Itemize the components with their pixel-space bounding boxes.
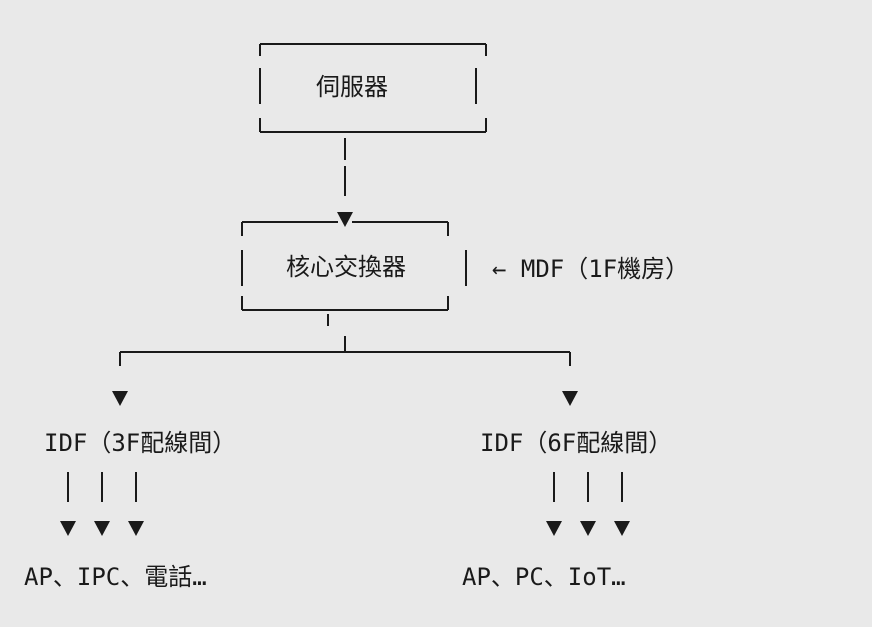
arrow-down-icon — [112, 391, 128, 406]
core-to-branch-links — [112, 314, 578, 406]
idf-3f-drops — [60, 472, 144, 536]
server-label: 伺服器 — [316, 73, 388, 101]
arrow-down-icon — [337, 212, 353, 227]
arrow-down-icon — [614, 521, 630, 536]
idf-6f-label: IDF（6F配線間） — [480, 429, 673, 457]
arrow-down-icon — [562, 391, 578, 406]
arrow-down-icon — [580, 521, 596, 536]
core-switch-label: 核心交換器 — [286, 253, 406, 281]
core-switch-box — [241, 221, 467, 311]
idf-3f-label: IDF（3F配線間） — [44, 429, 237, 457]
devices-3f-label: AP、IPC、電話… — [24, 563, 207, 591]
server-box — [259, 43, 487, 133]
server-to-core-link — [337, 138, 353, 227]
idf-6f-drops — [546, 472, 630, 536]
devices-6f-label: AP、PC、IoT… — [462, 563, 626, 591]
arrow-down-icon — [94, 521, 110, 536]
arrow-down-icon — [60, 521, 76, 536]
arrow-down-icon — [128, 521, 144, 536]
arrow-down-icon — [546, 521, 562, 536]
mdf-annotation: ← MDF（1F機房） — [492, 255, 690, 283]
